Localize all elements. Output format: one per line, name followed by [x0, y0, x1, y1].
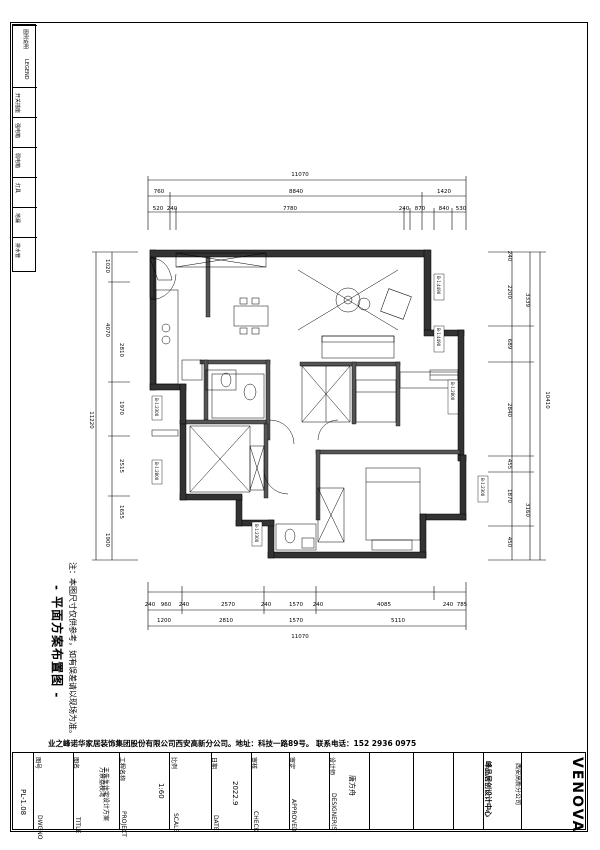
dim-top: 240 — [399, 206, 410, 212]
dim-top: 870 — [415, 206, 426, 212]
dim-right: 689 — [506, 339, 512, 350]
dim-right: 455 — [506, 459, 512, 470]
project-label: 工程名称 — [118, 757, 125, 782]
dim-bottom: 960 — [161, 602, 172, 608]
designer-en: DESIGNER(S) — [330, 793, 337, 833]
date-en: DATE — [212, 815, 219, 831]
sheet-frame — [10, 22, 588, 832]
dim-right: 240 — [506, 251, 512, 262]
dim-left: 1020 — [104, 259, 110, 273]
scale-en: SCALE — [172, 813, 179, 833]
dim-right: 1870 — [506, 489, 512, 503]
dim-bottom: 1570 — [289, 618, 303, 624]
dim-top: 240 — [167, 206, 178, 212]
drawing-no: PL-1.08 — [19, 789, 27, 816]
dim-right: 3339 — [524, 293, 530, 307]
svg-text:B-1:4490: B-1:4490 — [436, 328, 441, 347]
dim-left: 1900 — [104, 533, 110, 547]
dim-top: 840 — [439, 206, 450, 212]
svg-text:B-1:4490: B-1:4490 — [436, 276, 441, 295]
elevation-tag: B-1:4490 — [433, 325, 445, 353]
approved-en: APPROVED — [290, 799, 297, 832]
svg-text:B-1:2300: B-1:2300 — [254, 524, 259, 543]
check-label: 审核 — [250, 757, 257, 770]
elevation-tag: B-1:2300 — [151, 395, 163, 421]
dim-right: 2200 — [506, 285, 512, 299]
date-value: 2022.9 — [231, 781, 239, 806]
dim-bottom: 5110 — [391, 618, 405, 624]
floor-plan: 11070 760 8840 1420 520 240 7780 240 870… — [88, 172, 550, 640]
drawing-note: 注：本图尺寸仅供参考，如有误差请以现场为准。 — [68, 562, 77, 738]
dim-bottom: 4085 — [377, 602, 391, 608]
svg-text:B-1:2800: B-1:2800 — [154, 462, 159, 481]
dim-right: 2840 — [506, 403, 512, 417]
dim-top: 520 — [153, 206, 164, 212]
title-en: TITLE — [74, 817, 81, 834]
elevation-tag: B-1:2300 — [251, 521, 263, 547]
elevation-tag: B-1:2800 — [151, 459, 163, 485]
dim-bottom: 2810 — [219, 618, 233, 624]
dim-top: 1420 — [437, 189, 451, 195]
brand-logo: VENOVA — [569, 757, 585, 834]
dim-bottom: 240 — [145, 602, 156, 608]
dim-bottom: 240 — [261, 602, 272, 608]
dim-bottom: 785 — [457, 602, 468, 608]
title-block: 图号 DWGNO PL-1.08 图名 TITLE 王先生住宅设计方案 工程名称… — [12, 752, 586, 839]
designer-name: 唐方舟 — [348, 775, 356, 796]
dim-right: 450 — [506, 537, 512, 548]
dim-bottom: 240 — [443, 602, 454, 608]
elevation-tag: B-1:2800 — [447, 379, 459, 415]
dim-left-total: 11220 — [88, 411, 94, 429]
drawing-no-en: DWGNO — [36, 815, 43, 840]
check-en: CHECK — [252, 811, 259, 832]
scale-label: 比例 — [170, 757, 177, 770]
svg-text:B-1:2300: B-1:2300 — [480, 478, 485, 497]
dim-top: 8840 — [289, 189, 303, 195]
dim-bottom: 1570 — [289, 602, 303, 608]
svg-text:B-1:2800: B-1:2800 — [450, 382, 455, 401]
dim-top-total: 11070 — [291, 172, 309, 178]
dim-bottom: 1200 — [157, 618, 171, 624]
title-label: 图名 — [72, 757, 79, 770]
office-name: 西安高新分公司 — [514, 763, 521, 806]
drawing-title: - 平面方案布置图 - — [50, 585, 64, 699]
dim-left: 2515 — [118, 459, 124, 473]
dim-right: 3160 — [524, 503, 530, 517]
dim-left: 4070 — [104, 323, 110, 337]
elevation-tag: B-1:2300 — [477, 475, 489, 503]
dim-top: 760 — [154, 189, 165, 195]
dim-bottom: 240 — [313, 602, 324, 608]
dim-left: 1970 — [118, 401, 124, 415]
date-label: 日期 — [210, 757, 217, 770]
dim-left: 1655 — [118, 505, 124, 519]
scale-value: 1:60 — [157, 783, 165, 799]
dim-bottom: 240 — [179, 602, 190, 608]
dim-bottom-total: 11070 — [291, 634, 309, 640]
dim-top: 7780 — [283, 206, 297, 212]
company-info: 业之峰诺华家居装饰集团股份有限公司西安高新分公司。地址：科技一路89号。 联系电… — [48, 739, 417, 748]
svg-text:B-1:2300: B-1:2300 — [154, 398, 159, 417]
dim-right-total: 10410 — [544, 391, 550, 409]
elevation-tag: B-1:4490 — [433, 273, 445, 301]
design-center: 峰品居创设计中心 — [484, 761, 492, 817]
dim-top: 530 — [456, 206, 467, 212]
dim-left: 2810 — [118, 343, 124, 357]
legend-panel: 图例说明 LEGEND 开关插座 强电箱 弱电箱 灯具 地漏 排水管 — [12, 24, 37, 272]
dim-bottom: 2570 — [221, 602, 235, 608]
approved-label: 审定 — [288, 757, 295, 770]
project-en: PROJECT — [120, 811, 127, 837]
drawing-no-label: 图号 — [34, 757, 41, 770]
project-name: 万景荔枝湾 — [98, 767, 105, 798]
designer-label: 设计师 — [328, 757, 335, 776]
